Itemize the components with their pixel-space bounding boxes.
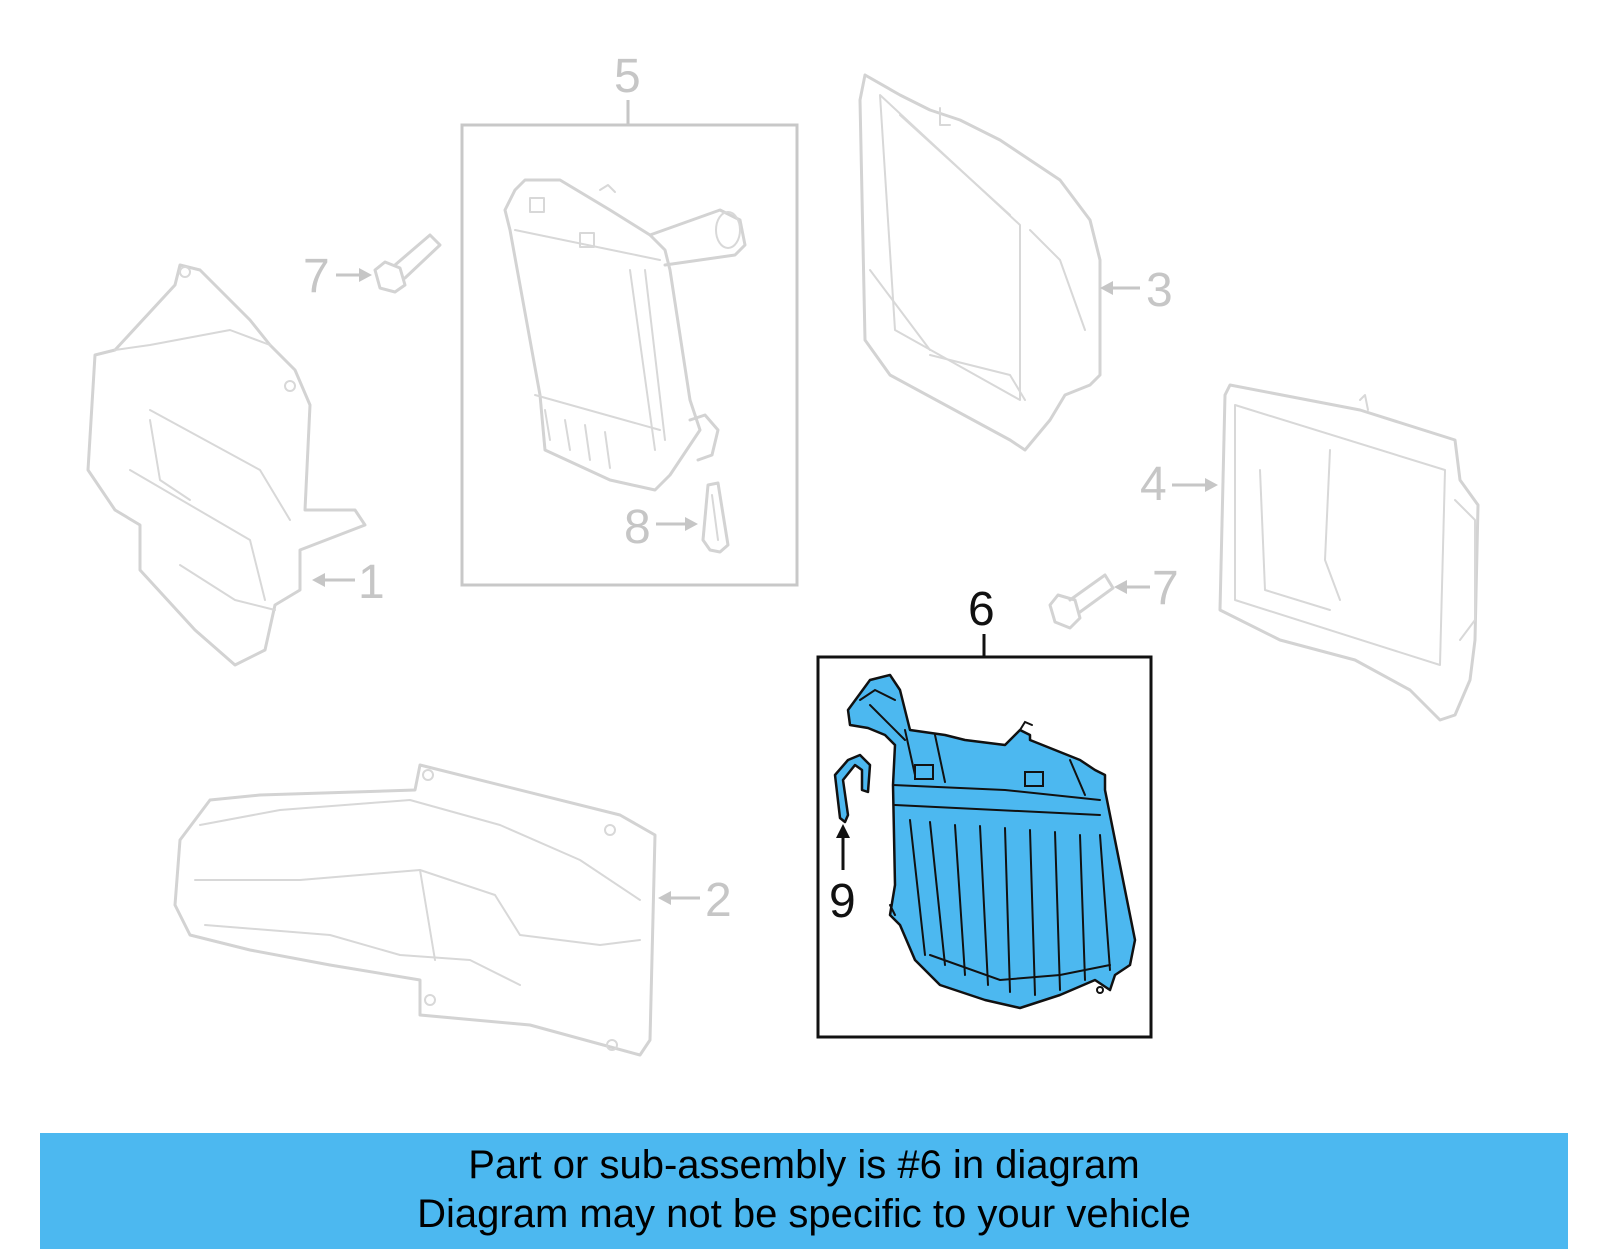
part-1-air-duct (86, 263, 367, 667)
callout-3: 3 (1100, 264, 1173, 317)
callout-1-label: 1 (358, 556, 385, 609)
callout-2-label: 2 (705, 874, 732, 927)
part-9-clip (833, 753, 872, 824)
part-8-clip (701, 481, 730, 554)
callout-5: 5 (614, 50, 641, 125)
part-5-intercooler (503, 178, 747, 492)
footer-line-2: Diagram may not be specific to your vehi… (417, 1192, 1191, 1236)
callout-7-right: 7 (1114, 562, 1179, 615)
callout-4-label: 4 (1140, 458, 1167, 511)
callout-4: 4 (1140, 458, 1218, 511)
callout-7-left-label: 7 (303, 250, 330, 303)
callout-6-label: 6 (968, 583, 995, 636)
callout-9: 9 (829, 824, 856, 928)
callout-2: 2 (658, 874, 732, 927)
part-4-shroud (1218, 383, 1480, 722)
part-3-shroud (858, 73, 1102, 452)
footer-line-1: Part or sub-assembly is #6 in diagram (468, 1143, 1140, 1187)
callout-8: 8 (624, 501, 698, 554)
part-2-lower-duct (173, 763, 657, 1057)
part-6-box (816, 655, 1153, 1039)
callout-7-left: 7 (303, 250, 372, 303)
part-7-bolt-left (373, 233, 442, 294)
callout-8-label: 8 (624, 501, 651, 554)
callout-1: 1 (312, 556, 385, 609)
footer-banner: Part or sub-assembly is #6 in diagram Di… (40, 1133, 1568, 1249)
part-5-box (460, 123, 799, 587)
part-7-bolt-right (1048, 573, 1115, 630)
callout-5-label: 5 (614, 50, 641, 103)
callout-9-label: 9 (829, 875, 856, 928)
callout-3-label: 3 (1146, 264, 1173, 317)
callout-7-right-label: 7 (1152, 562, 1179, 615)
callout-6: 6 (968, 583, 995, 657)
part-6-intercooler (846, 673, 1137, 1010)
